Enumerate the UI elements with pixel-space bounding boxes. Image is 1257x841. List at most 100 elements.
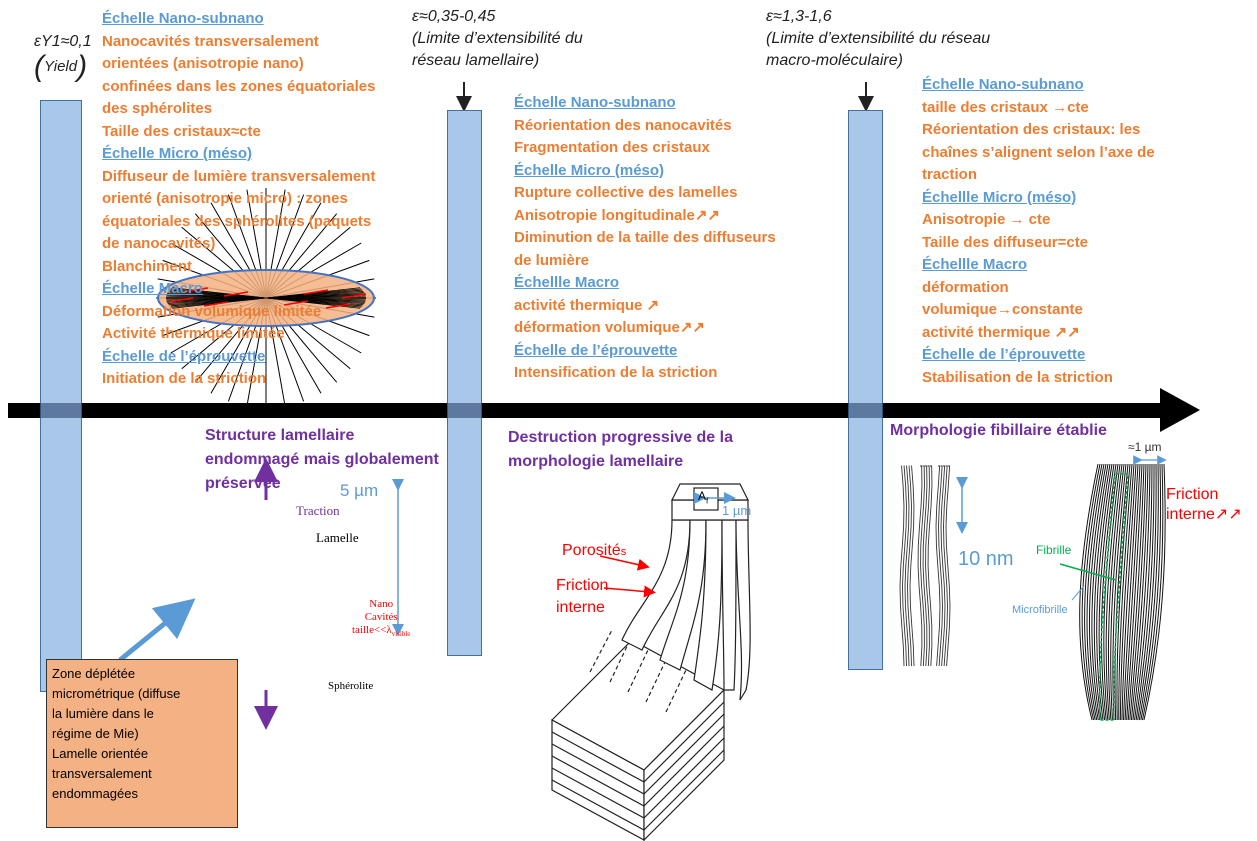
scale-heading: Échelle Micro (méso) bbox=[514, 161, 665, 179]
morph-1-line3: préservée bbox=[205, 475, 281, 492]
strain-axis-shaft bbox=[8, 403, 1168, 418]
friction-label-2: Friction interne bbox=[556, 575, 608, 619]
description-line: équatoriales des sphérolites (paquets bbox=[102, 212, 372, 230]
microfibrille-label: Microfibrille bbox=[1012, 604, 1068, 616]
nano-word: Nano bbox=[369, 598, 394, 610]
traction-label: Traction bbox=[296, 503, 340, 518]
friction-3-line2: interne↗↗ bbox=[1166, 506, 1242, 523]
description-line: activité thermique ↗ bbox=[514, 296, 660, 314]
microfibril-drawing bbox=[899, 465, 951, 667]
description-line: Stabilisation de la striction bbox=[922, 368, 1113, 386]
strain-limit-2-line2: réseau lamellaire) bbox=[412, 52, 540, 69]
af-letter: A bbox=[698, 489, 707, 503]
strain-bar-1-axis-overlap bbox=[40, 403, 82, 418]
description-line: des sphérolites bbox=[102, 100, 213, 117]
fibril-bundle-drawing bbox=[1079, 463, 1166, 721]
scale-heading: Échelle Micro (méso) bbox=[102, 145, 253, 162]
strain-axis-arrowhead bbox=[1160, 388, 1200, 432]
strain-label-macro: ε≈1,3-1,6 (Limite d’extensibilité du rés… bbox=[766, 6, 990, 72]
description-line: orientées (anisotropie nano) bbox=[102, 55, 304, 72]
zone-box-line: endommagées bbox=[52, 786, 138, 801]
morphology-label-3: Morphologie fibillaire établie bbox=[890, 419, 1107, 443]
taille-sub: visible bbox=[391, 630, 411, 639]
scale-heading: Échelle de l’éprouvette bbox=[922, 346, 1086, 363]
description-line: Blanchiment bbox=[102, 257, 193, 275]
description-line: Rupture collective des lamelles bbox=[514, 184, 738, 201]
description-line: Anisotropie → cte bbox=[922, 211, 1051, 228]
friction-3-line1: Friction bbox=[1166, 486, 1219, 503]
scale-10nm-label: 10 nm bbox=[958, 548, 1014, 570]
description-line: Activité thermique limitée bbox=[102, 325, 285, 342]
strain-value-2: ε≈0,35-0,45 bbox=[412, 8, 496, 25]
friction-2-line2: interne bbox=[556, 599, 605, 616]
morphology-label-2: Destruction progressive de la morphologi… bbox=[508, 426, 733, 474]
friction-arrow bbox=[603, 585, 656, 598]
porosite-s: s bbox=[620, 546, 627, 558]
scale-heading: Échelle Nano-subnano bbox=[102, 10, 264, 27]
strain-bar-1 bbox=[40, 100, 82, 692]
scale-heading: Échelle Nano-subnano bbox=[514, 94, 676, 111]
strain-bar-3-axis-overlap bbox=[848, 403, 883, 418]
description-line: déformation volumique↗↗ bbox=[514, 319, 705, 336]
description-line: volumique→constante bbox=[922, 301, 1083, 318]
morph-2-line2: morphologie lamellaire bbox=[508, 453, 684, 470]
spherulite-drawing bbox=[156, 188, 376, 408]
paren-close: ) bbox=[77, 50, 88, 83]
description-line: orienté (anisotropie micro) : zones bbox=[102, 190, 348, 207]
strain-value-3: ε≈1,3-1,6 bbox=[766, 8, 832, 25]
fibrille-label: Fibrille bbox=[1036, 543, 1072, 557]
zone-pointer bbox=[118, 598, 196, 662]
description-line: chaînes s’alignent selon l’axe de bbox=[922, 143, 1155, 161]
description-line: déformation bbox=[922, 278, 1009, 296]
lamelle-label: Lamelle bbox=[316, 530, 359, 545]
scale-heading: Échellle Macro bbox=[514, 274, 620, 291]
scale-heading: Échelle de l’éprouvette bbox=[102, 347, 266, 365]
strain-label-yield: εY1≈0,1 bbox=[34, 31, 92, 53]
strain-limit-2-line1: (Limite d’extensibilité du bbox=[412, 30, 583, 47]
strain-value-1: εY1≈0,1 bbox=[34, 33, 92, 50]
strain-limit-3-line1: (Limite d’extensibilité du réseau bbox=[766, 30, 991, 47]
strain-bar-2 bbox=[447, 110, 482, 656]
fibrille-pointer bbox=[1059, 563, 1117, 581]
description-line: Diffuseur de lumière transversalement bbox=[102, 167, 376, 185]
af-label: Af bbox=[698, 489, 708, 505]
strain-bar-3 bbox=[848, 110, 883, 670]
description-line: Nanocavités transversalement bbox=[102, 32, 319, 50]
morphology-label-1: Structure lamellaire endommagé mais glob… bbox=[205, 424, 439, 496]
description-line: Réorientation des cristaux: les bbox=[922, 121, 1141, 138]
description-line: de lumière bbox=[514, 251, 590, 269]
strain-label-yield-word: (Yield) bbox=[34, 52, 87, 83]
porosite-label: Porosités bbox=[562, 542, 626, 560]
morph-3-line1: Morphologie fibillaire établie bbox=[890, 422, 1107, 439]
zone-box-line: transversalement bbox=[52, 766, 152, 781]
cavites-word: Cavités bbox=[364, 611, 398, 623]
taille-line: taille<<λvisible bbox=[352, 624, 410, 641]
description-line: activité thermique ↗↗ bbox=[922, 323, 1080, 341]
spherolite-label: Sphérolite bbox=[328, 680, 374, 692]
nano-cavities-label: Nano Cavités taille<<λvisible bbox=[352, 598, 410, 641]
scale-heading: Échelle Macro bbox=[102, 280, 203, 297]
strain-bar-2-axis-overlap bbox=[447, 403, 482, 418]
scale-1um-label: 1 µm bbox=[722, 503, 752, 518]
zone-box-line: Lamelle orientée bbox=[52, 746, 149, 761]
scale-heading: Échellle Macro bbox=[922, 256, 1028, 273]
friction-label-3: Friction interne↗↗ bbox=[1166, 485, 1242, 525]
porosite-arrow bbox=[599, 555, 650, 571]
description-line: Fragmentation des cristaux bbox=[514, 139, 710, 156]
description-line: Déformation volumique limitée bbox=[102, 302, 322, 320]
af-sub: f bbox=[706, 496, 709, 506]
zone-box-line: régime de Mie) bbox=[52, 726, 139, 741]
microfibrille-pointer bbox=[1071, 585, 1085, 601]
scale-heading: Échellle Micro (méso) bbox=[922, 188, 1077, 206]
description-line: Intensification de la striction bbox=[514, 364, 718, 381]
morph-2-line1: Destruction progressive de la bbox=[508, 429, 733, 446]
zone-box-line: micrométrique (diffuse bbox=[52, 686, 181, 701]
description-line: Réorientation des nanocavités bbox=[514, 116, 732, 134]
description-line: Taille des cristaux≈cte bbox=[102, 122, 261, 140]
lamellar-destruction-drawing bbox=[551, 483, 751, 841]
description-line: confinées dans les zones équatoriales bbox=[102, 77, 376, 95]
description-line: Initiation de la striction bbox=[102, 370, 267, 387]
